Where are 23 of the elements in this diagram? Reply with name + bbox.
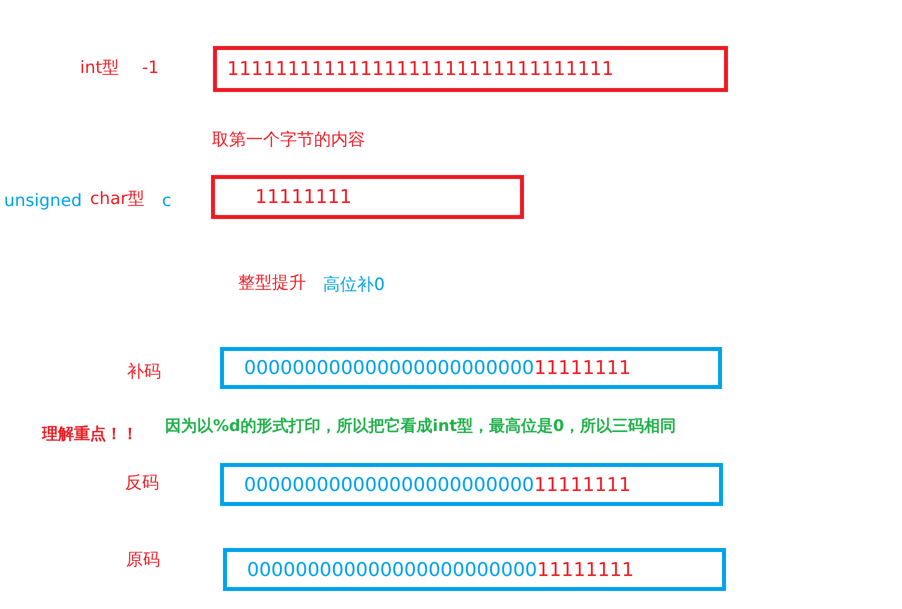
emphasis-text: 理解重点！！ — [42, 424, 138, 444]
binary-box — [213, 46, 728, 92]
row-label: 反码 — [125, 473, 159, 493]
bit-string: 00000000000000000000000011111111 — [244, 474, 631, 496]
row-label: char型 — [90, 189, 145, 209]
row-label: 原码 — [126, 550, 160, 570]
explanation-text: 因为以%d的形式打印，所以把它看成int型，最高位是0，所以三码相同 — [165, 416, 676, 436]
binary-box — [220, 347, 722, 389]
bit-string: 00000000000000000000000011111111 — [244, 357, 631, 379]
bit-string: 00000000000000000000000011111111 — [247, 558, 634, 580]
row-label: unsigned — [4, 191, 82, 211]
row-label: int型 — [80, 58, 120, 78]
note-text: 整型提升 — [238, 273, 306, 293]
bit-string: 11111111 — [255, 186, 352, 208]
row-label: -1 — [142, 58, 159, 78]
row-label: c — [162, 191, 172, 211]
binary-box — [211, 175, 524, 219]
note-text: 高位补0 — [323, 275, 385, 295]
bit-string: 11111111111111111111111111111111 — [227, 58, 614, 80]
note-text: 取第一个字节的内容 — [212, 130, 365, 150]
binary-box — [220, 463, 723, 506]
binary-box — [223, 548, 726, 591]
row-label: 补码 — [127, 362, 161, 382]
